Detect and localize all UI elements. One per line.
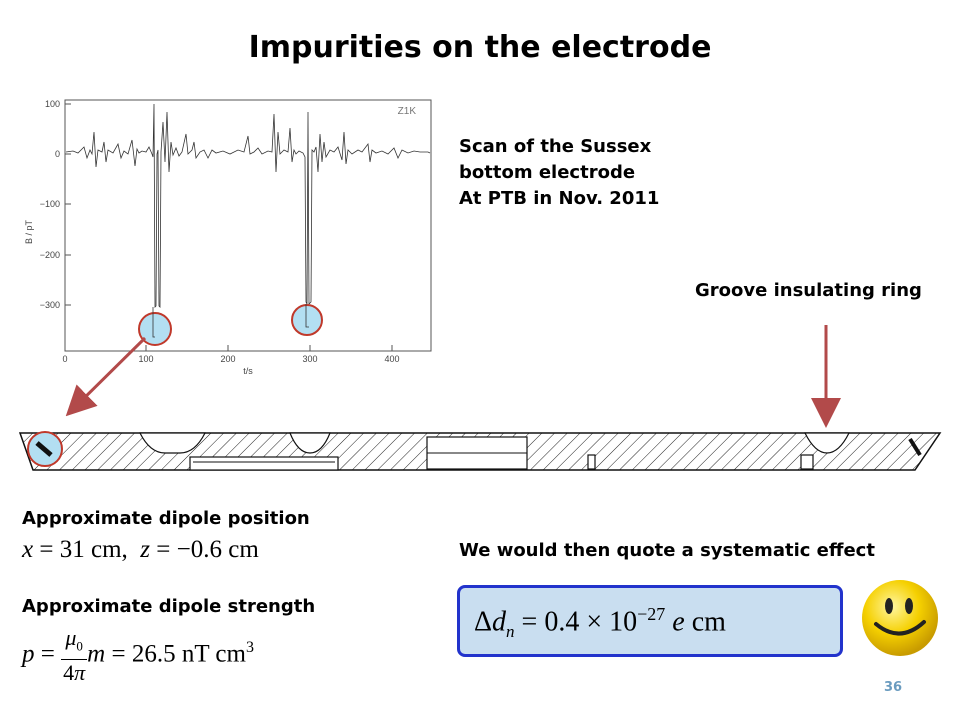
strength-heading: Approximate dipole strength — [22, 596, 316, 617]
systematic-formula-box: Δdn = 0.4 × 10−27 e cm — [457, 585, 843, 657]
y-tick-label: 0 — [55, 149, 60, 159]
scan-caption: Scan of the Sussex bottom electrode At P… — [459, 136, 660, 209]
systematic-formula: Δdn = 0.4 × 10−27 e cm — [474, 604, 726, 641]
y-tick-label: −200 — [40, 250, 60, 260]
plot-corner-label: Z1K — [398, 106, 417, 117]
slide-title: Impurities on the electrode — [248, 30, 712, 65]
y-tick-label: 100 — [45, 99, 60, 109]
y-axis-label: B / pT — [24, 219, 34, 244]
smiley-face-icon — [862, 580, 938, 656]
groove-label: Groove insulating ring — [695, 280, 922, 301]
x-tick-label: 100 — [138, 354, 153, 364]
y-tick-label: −100 — [40, 199, 60, 209]
position-heading: Approximate dipole position — [22, 508, 310, 529]
x-tick-label: 200 — [220, 354, 235, 364]
highlight-circle — [138, 312, 172, 346]
highlight-circle — [291, 304, 323, 336]
magnetic-scan-plot: 100 0 −100 −200 −300 0 100 200 300 400 t… — [24, 99, 432, 376]
x-tick-label: 0 — [62, 354, 67, 364]
x-tick-label: 300 — [302, 354, 317, 364]
electrode-cross-section — [18, 431, 942, 471]
signal-trace — [65, 103, 431, 308]
systematic-heading: We would then quote a systematic effect — [459, 540, 875, 561]
page-number: 36 — [884, 680, 903, 695]
y-tick-label: −300 — [40, 300, 60, 310]
x-tick-label: 400 — [384, 354, 399, 364]
position-formula: x = 31 cm, z = −0.6 cm — [22, 536, 259, 563]
x-axis-label: t/s — [243, 366, 253, 376]
